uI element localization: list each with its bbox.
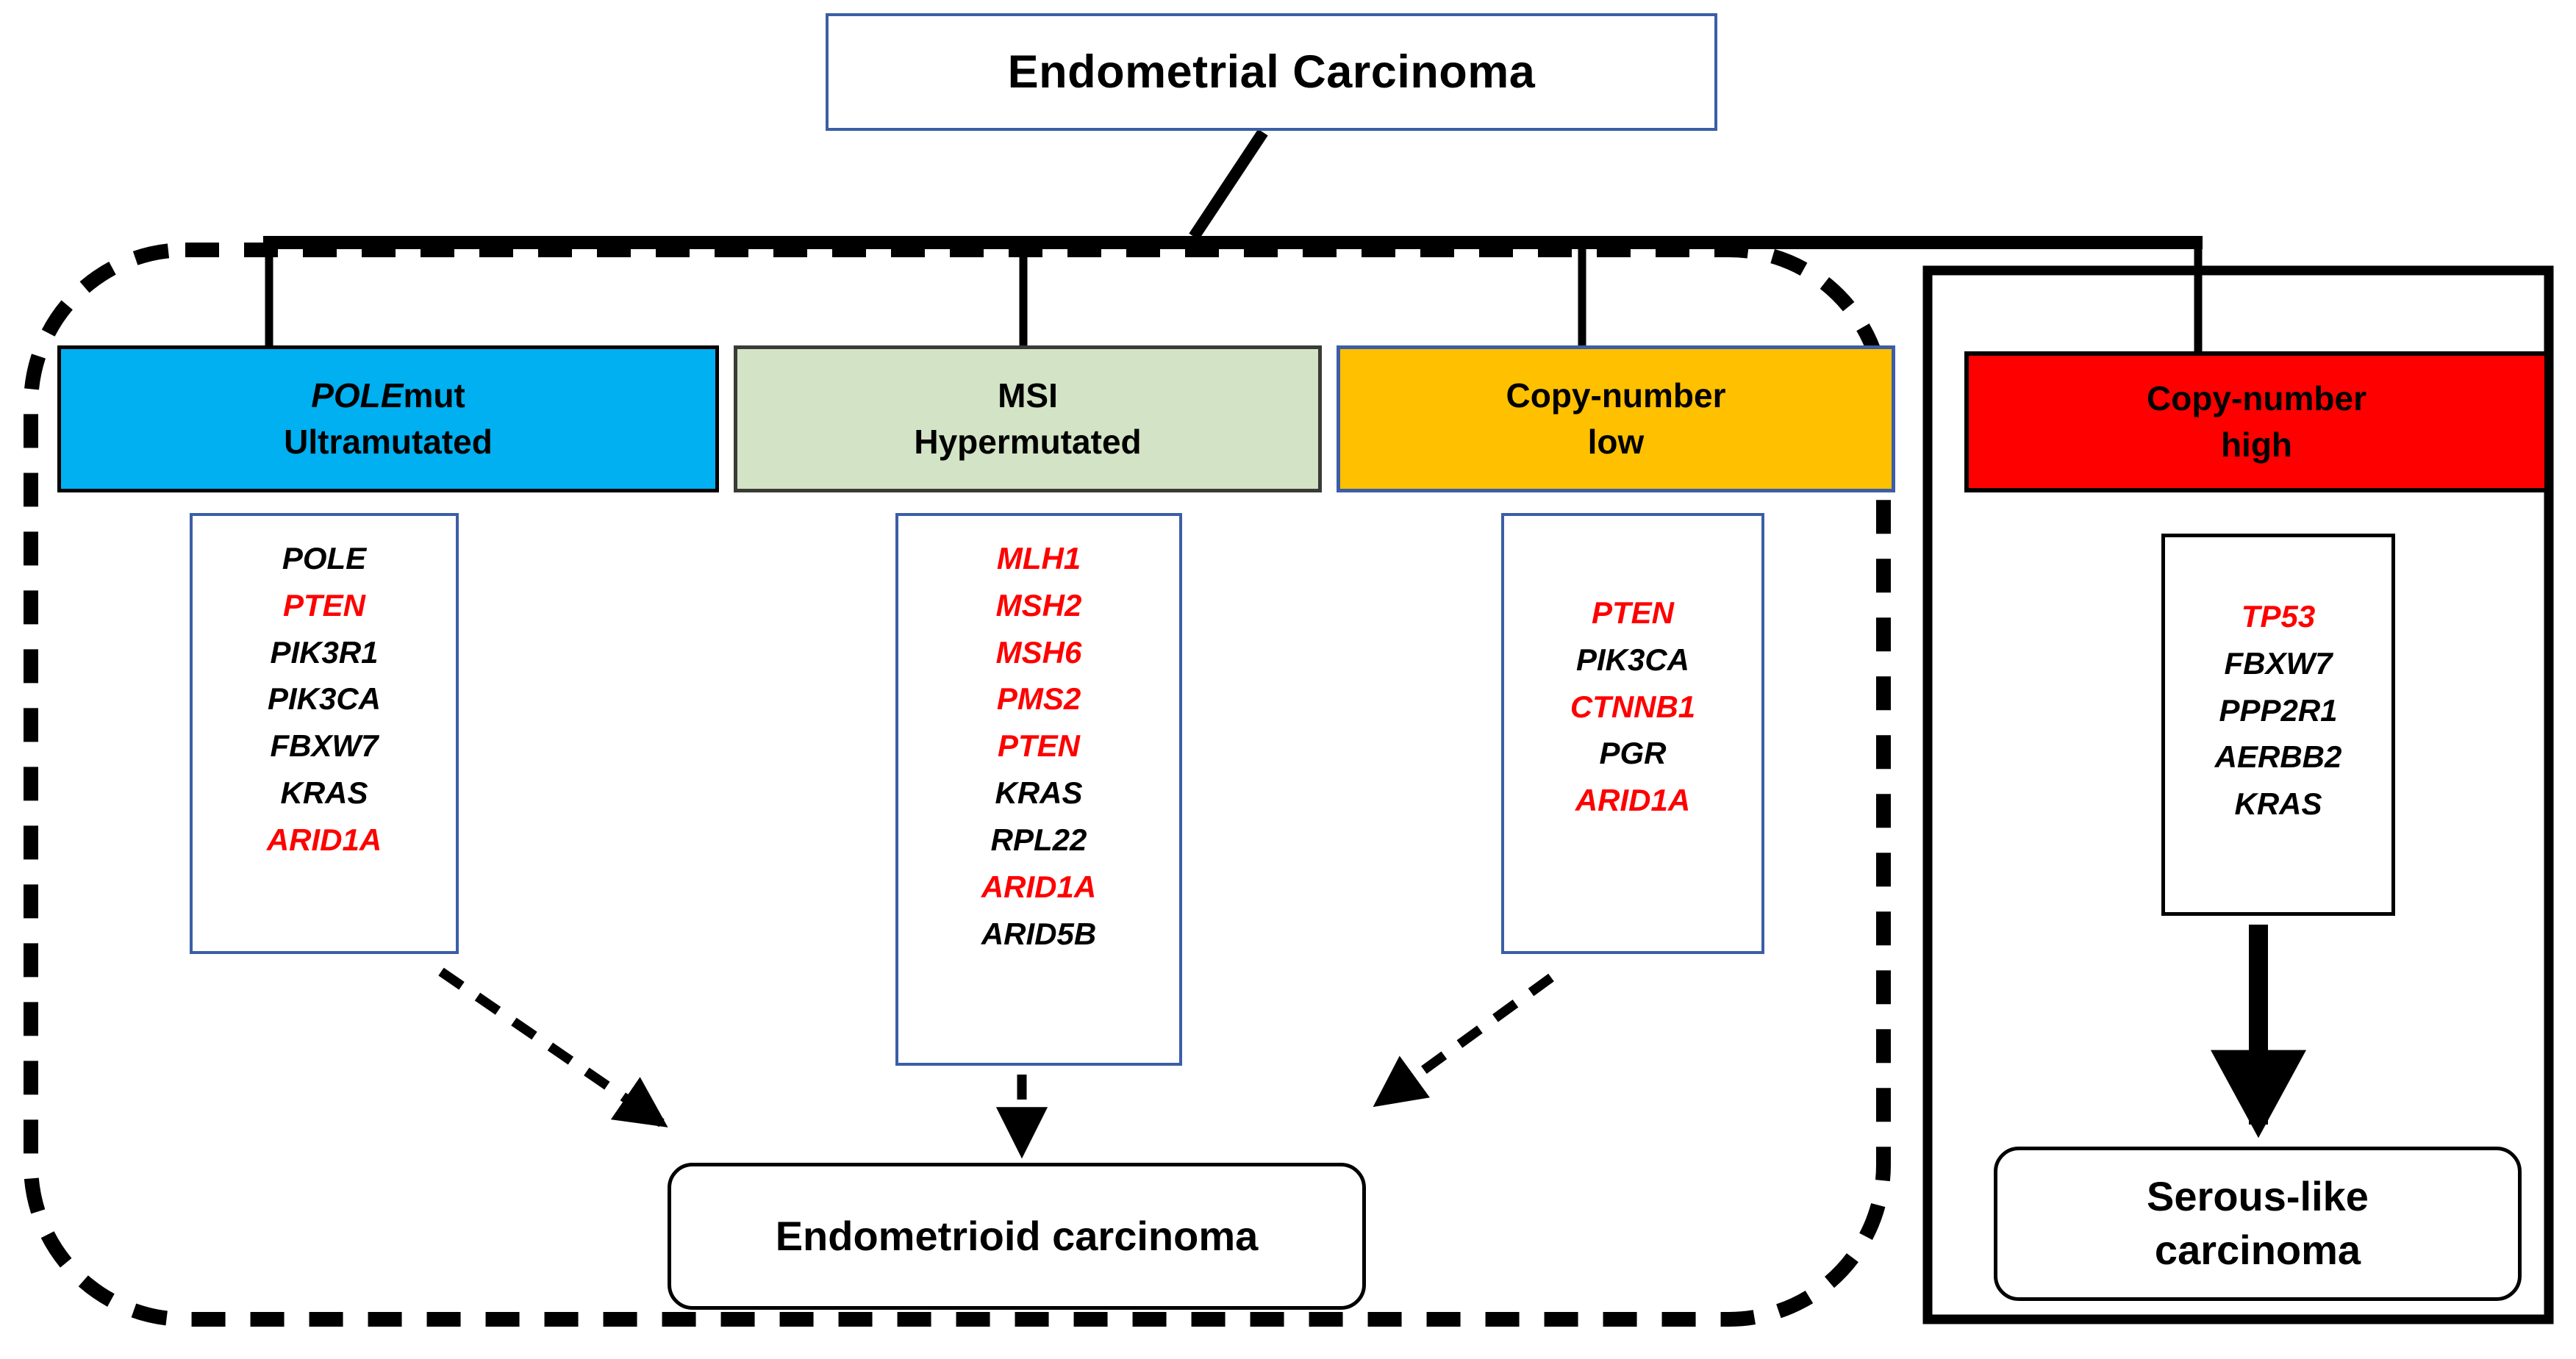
gene-list-copy-number-low: PTEN PIK3CA CTNNB1 PGR ARID1A — [1501, 513, 1764, 954]
gene-item: ARID1A — [1575, 783, 1691, 818]
gene-item: RPL22 — [990, 822, 1087, 857]
gene-item: MLH1 — [996, 541, 1081, 575]
gene-item: KRAS — [2234, 786, 2322, 822]
class-header-cnh-line1: Copy-number — [2147, 379, 2366, 417]
class-header-pole-line2: Ultramutated — [284, 423, 493, 461]
title-text: Endometrial Carcinoma — [1007, 46, 1536, 98]
gene-item: PIK3R1 — [270, 634, 379, 670]
gene-item: PIK3CA — [267, 681, 382, 717]
class-header-pole-line1: POLEmut — [311, 373, 465, 419]
gene-item: PTEN — [1591, 595, 1674, 630]
gene-item: CTNNB1 — [1570, 689, 1696, 724]
title-to-bar-connector — [1189, 129, 1268, 240]
gene-symbol-pole: POLE — [311, 376, 404, 415]
gene-item: PPP2R1 — [2219, 692, 2338, 728]
gene-item: POLE — [282, 541, 367, 575]
class-header-msi-line1: MSI — [998, 376, 1058, 415]
gene-item: ARID1A — [981, 869, 1097, 904]
page-title: Endometrial Carcinoma — [826, 13, 1717, 131]
outcome-serous-line2: carcinoma — [2154, 1227, 2361, 1273]
class-header-cnl-line1: Copy-number — [1506, 376, 1726, 415]
gene-item: MSH6 — [995, 634, 1082, 670]
gene-item: AERBB2 — [2214, 739, 2342, 775]
gene-item: ARID5B — [981, 916, 1097, 951]
gene-item: FBXW7 — [270, 728, 379, 764]
class-header-msi[interactable]: MSI Hypermutated — [734, 345, 1322, 492]
class-header-cnh-line2: high — [2220, 426, 2293, 464]
gene-item: PMS2 — [996, 681, 1081, 717]
gene-item: PGR — [1599, 736, 1667, 771]
gene-item: KRAS — [995, 775, 1083, 811]
gene-item: TP53 — [2241, 599, 2316, 634]
gene-item: MSH2 — [995, 587, 1082, 623]
gene-list-copy-number-high: TP53 FBXW7 PPP2R1 AERBB2 KRAS — [2161, 534, 2395, 916]
arrow-pole-to-endometrioid — [438, 967, 668, 1127]
class-header-msi-line2: Hypermutated — [914, 423, 1142, 461]
gene-list-msi: MLH1 MSH2 MSH6 PMS2 PTEN KRAS RPL22 ARID… — [895, 513, 1182, 1066]
outcome-endometrioid-carcinoma[interactable]: Endometrioid carcinoma — [668, 1163, 1366, 1310]
gene-item: PIK3CA — [1575, 642, 1690, 677]
class-header-copy-number-high[interactable]: Copy-number high — [1964, 351, 2549, 492]
gene-item: PTEN — [997, 728, 1080, 764]
outcome-endometrioid-label: Endometrioid carcinoma — [775, 1212, 1259, 1259]
class-header-cnl-line2: low — [1587, 423, 1645, 461]
gene-item: ARID1A — [266, 822, 382, 857]
outcome-serous-line1: Serous-like — [2147, 1173, 2369, 1220]
gene-list-pole: POLE PTEN PIK3R1 PIK3CA FBXW7 KRAS ARID1… — [190, 513, 459, 954]
pole-mut-suffix: mut — [403, 376, 465, 415]
outcome-serous-like-carcinoma[interactable]: Serous-like carcinoma — [1994, 1147, 2522, 1301]
gene-item: KRAS — [280, 775, 368, 811]
class-header-pole[interactable]: POLEmut Ultramutated — [57, 345, 719, 492]
gene-item: PTEN — [282, 587, 365, 623]
arrow-cn-low-to-endometrioid — [1373, 973, 1554, 1108]
class-header-copy-number-low[interactable]: Copy-number low — [1337, 345, 1895, 492]
gene-item: FBXW7 — [2224, 645, 2333, 681]
